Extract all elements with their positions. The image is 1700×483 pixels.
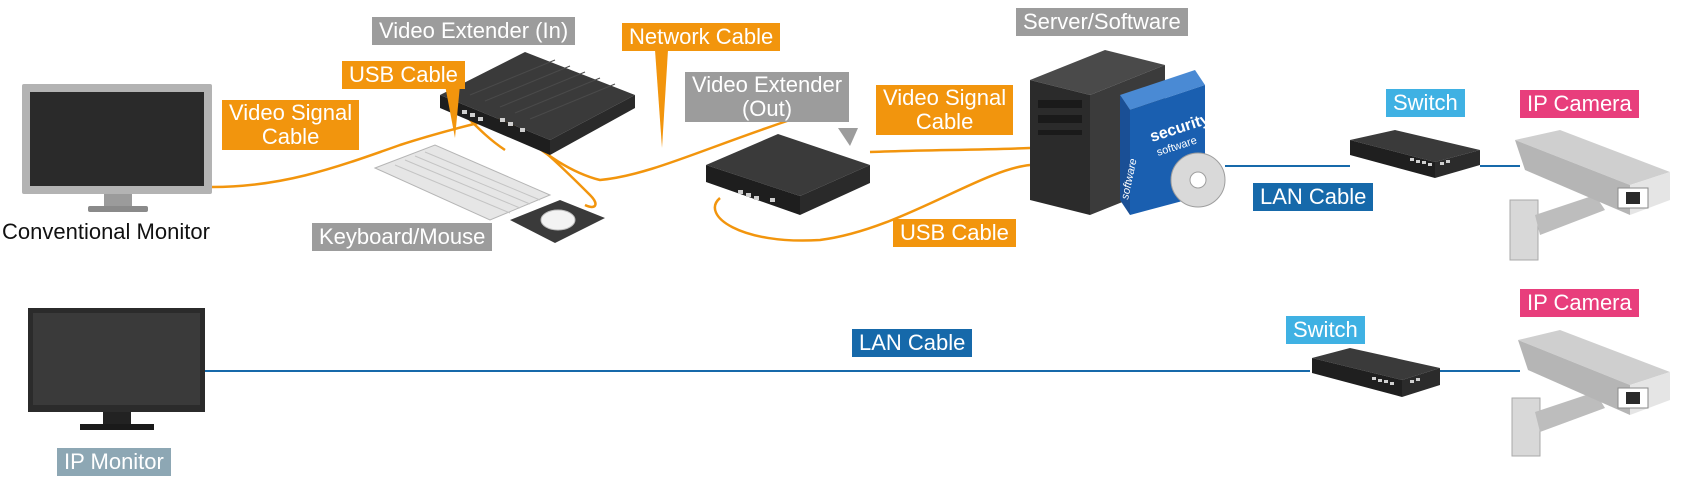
network-cable-pointer <box>655 50 668 148</box>
label-video-signal-cable-right: Video Signal Cable <box>876 85 1014 135</box>
label-ip-monitor: IP Monitor <box>57 448 171 476</box>
keyboard-mouse-icon <box>373 144 605 243</box>
switch-bottom-icon <box>1312 348 1440 397</box>
label-usb-cable-bottom: USB Cable <box>893 219 1016 247</box>
usb-cable-pointer <box>445 85 460 138</box>
lan-cables <box>205 165 1520 372</box>
label-switch-top: Switch <box>1386 89 1465 117</box>
label-conventional-monitor: Conventional Monitor <box>2 219 210 244</box>
label-keyboard-mouse: Keyboard/Mouse <box>312 223 493 251</box>
video-extender-out-icon <box>706 134 870 215</box>
ip-monitor-icon <box>28 308 205 430</box>
switch-top-icon <box>1350 130 1480 178</box>
label-video-extender-in: Video Extender (In) <box>372 17 576 45</box>
usb-cable-out-path <box>713 163 1031 242</box>
label-ip-camera-top: IP Camera <box>1520 90 1639 118</box>
label-switch-bottom: Switch <box>1286 316 1365 344</box>
label-network-cable: Network Cable <box>622 23 781 51</box>
label-video-signal-cable-left: Video Signal Cable <box>222 100 360 150</box>
label-video-extender-out: Video Extender (Out) <box>685 72 850 122</box>
security-software-box-icon: security software software <box>1119 70 1226 215</box>
label-ip-camera-bottom: IP Camera <box>1520 289 1639 317</box>
ip-camera-bottom-icon <box>1511 330 1670 457</box>
label-usb-cable-top: USB Cable <box>342 61 465 89</box>
video-extender-in-icon <box>440 52 635 155</box>
label-lan-cable-top: LAN Cable <box>1253 183 1374 211</box>
label-lan-cable-bottom: LAN Cable <box>852 329 973 357</box>
video-signal-cable-path <box>211 118 491 189</box>
conventional-monitor-icon <box>22 84 212 212</box>
label-server-software: Server/Software <box>1016 8 1188 36</box>
video-signal-cable-out-path <box>869 146 1031 154</box>
video-extender-out-pointer <box>838 128 858 146</box>
ip-camera-top-icon <box>1509 130 1670 261</box>
